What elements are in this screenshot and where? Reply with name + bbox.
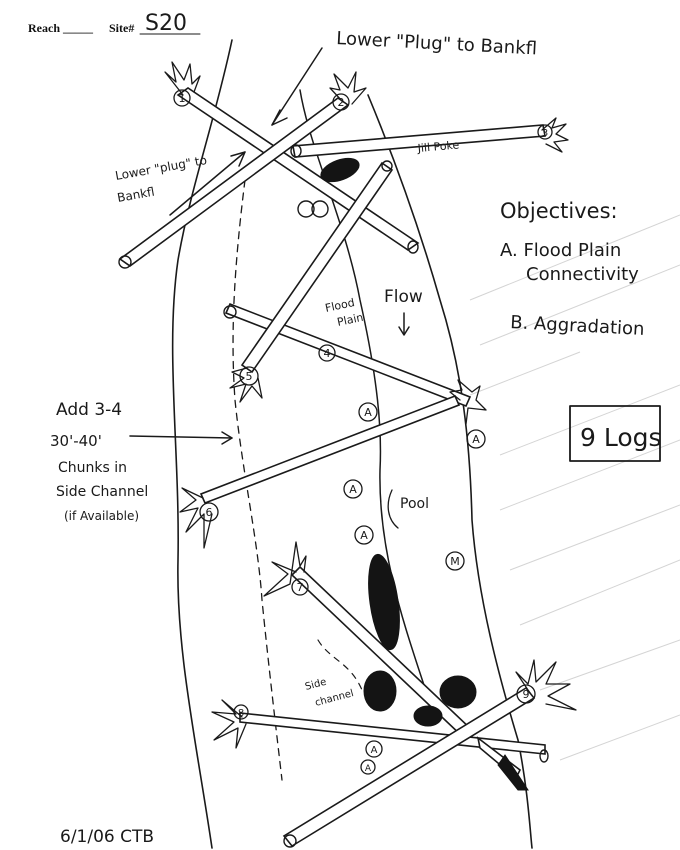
logs (118, 61, 577, 848)
arrows (129, 47, 410, 445)
log-number-5: 5 (246, 370, 253, 383)
log-number-2: 2 (338, 96, 345, 109)
site-field-label: Site# (109, 21, 134, 35)
side-channel-dashed-edge-2 (317, 639, 363, 691)
flow-label: Flow (384, 287, 423, 307)
boulder-mid-left (363, 670, 397, 712)
log-6 (199, 394, 461, 505)
objectives-heading: Objectives: (500, 199, 618, 223)
log-9 (282, 686, 536, 848)
log-number-circles (173, 89, 553, 720)
marker-a-6: A (365, 764, 372, 774)
objective-a-line2: Connectivity (526, 264, 639, 285)
boulder-top (320, 157, 360, 183)
side-channel-dashed-edge (232, 179, 283, 781)
marker-m: M (450, 555, 460, 568)
boulder-mid-right (439, 675, 477, 709)
boulders (297, 157, 477, 727)
log-4 (224, 302, 472, 408)
top-note-arrow-head (271, 109, 288, 126)
top-note: Lower "Plug" to Bankfl (336, 28, 538, 59)
left-valley-edge (171, 39, 233, 849)
site-field-value: S20 (145, 11, 187, 36)
boulder-low (413, 705, 443, 727)
side-channel-label-line1: Side (304, 677, 328, 693)
add-chunks-line4: Side Channel (56, 484, 148, 500)
objective-a-line1: A. Flood Plain (500, 240, 621, 261)
marker-a-1: A (364, 406, 372, 419)
add-chunks-arrow-head (221, 431, 233, 445)
broken-log-tip (497, 754, 529, 791)
marker-a-5: A (371, 745, 378, 756)
log-end-caps (118, 144, 549, 848)
right-bank-edge (367, 94, 533, 849)
date-initials: 6/1/06 CTB (60, 827, 154, 847)
rootwad-3 (541, 117, 569, 153)
marker-a-2: A (472, 433, 480, 446)
log-number-labels: 1 2 3 4 5 6 7 8 9 (179, 92, 549, 719)
log-number-6: 6 (206, 506, 213, 519)
flow-arrow-head (398, 326, 410, 336)
marker-a-3: A (349, 483, 357, 496)
floodplain-label-line1: Flood (324, 296, 356, 315)
boulder-long (368, 553, 400, 651)
form-header: Reach _____ Site# S20 (28, 11, 201, 36)
rootwad-7 (263, 541, 307, 597)
rootwad-2 (329, 71, 367, 105)
log-3 (292, 124, 546, 158)
add-chunks-line1: Add 3-4 (56, 400, 122, 420)
top-note-arrow (271, 47, 323, 126)
marker-a-4: A (360, 529, 368, 542)
boulder-outline-a (297, 200, 315, 218)
log-number-7: 7 (297, 581, 304, 594)
logs-count-frame (569, 405, 661, 462)
left-note-arrow-head (230, 151, 246, 167)
log-number-1: 1 (179, 92, 186, 105)
add-chunks-line5: (if Available) (64, 509, 139, 523)
log-5 (240, 161, 394, 374)
log-number-3: 3 (542, 128, 548, 139)
add-chunks-line3: Chunks in (58, 460, 127, 476)
rootwad-9 (515, 659, 577, 711)
circle-markers (343, 402, 486, 775)
logs-count-box: 9 Logs (569, 405, 662, 462)
left-note-line2: Bankfl (116, 185, 156, 205)
objectives: Objectives: A. Flood Plain Connectivity … (500, 199, 645, 340)
logs-count-text: 9 Logs (580, 423, 662, 452)
side-channel-label-line2: channel (314, 688, 355, 709)
log-number-8: 8 (238, 708, 244, 719)
rootwad-4 (449, 379, 487, 425)
pool-label: Pool (400, 496, 429, 512)
pool-marker-curve (387, 489, 399, 529)
background-guide-lines (469, 214, 680, 761)
objective-b: B. Aggradation (510, 312, 645, 340)
log-number-9: 9 (523, 688, 530, 701)
rootwad-8 (211, 699, 247, 749)
left-note-arrow (169, 151, 246, 216)
rootwad-6 (179, 487, 213, 549)
floodplain-label-line2: Plain (336, 311, 365, 329)
log-number-4: 4 (324, 347, 331, 360)
circle-marker-letters: A A A A M A A (349, 406, 480, 774)
rootwad-1 (164, 61, 201, 96)
boulder-outline-b (311, 200, 329, 218)
jill-poke-label: Jill Poke (416, 138, 460, 155)
add-chunks-arrow (129, 435, 233, 439)
left-note-line1: Lower "plug" to (114, 153, 208, 183)
add-chunks-line2: 30'-40' (50, 432, 102, 450)
root-wads (164, 61, 577, 749)
reach-field-label: Reach _____ (28, 21, 94, 35)
